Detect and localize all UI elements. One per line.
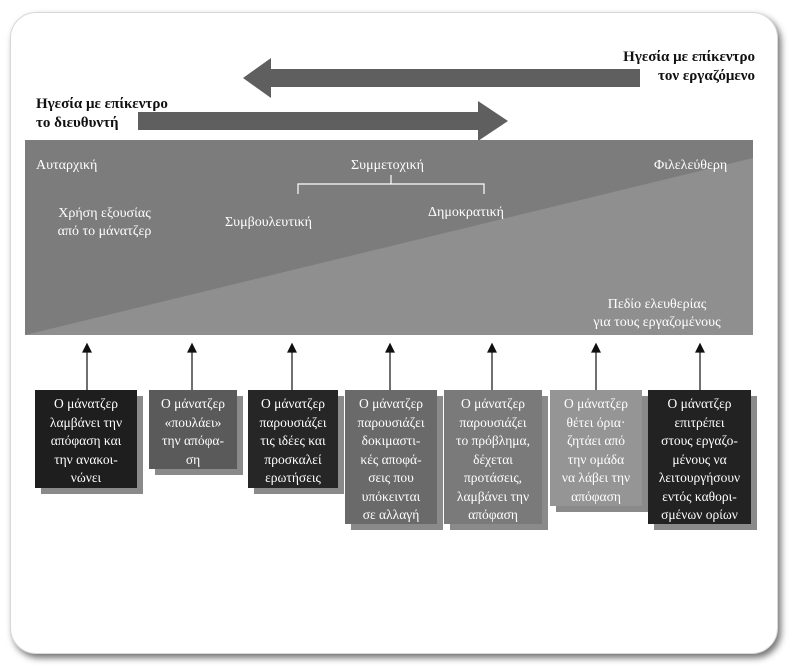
box-suggestions: Ο μάνατζερ παρουσιάζει το πρόβλημα, δέχε… (444, 390, 542, 524)
box-tentative: Ο μάνατζερ παρουσιάζει δοκιμαστι- κές απ… (345, 390, 437, 524)
manager-centered-label: Ηγεσία με επίκεντρο το διευθυντή (36, 96, 168, 131)
democratic-label: Δημοκρατική (428, 205, 504, 220)
box-limits: Ο μάνατζερ θέτει όρια· ζητάει από την ομ… (550, 390, 642, 506)
box-consults: Ο μάνατζερ παρουσιάζει τις ιδέες και προ… (248, 390, 338, 488)
participative-heading: Συμμετοχική (351, 158, 424, 173)
employee-centered-label: Ηγεσία με επίκεντρο τον εργαζόμενο (623, 49, 755, 84)
autocratic-heading: Αυταρχική (36, 158, 98, 173)
box-sells: Ο μάνατζερ «πουλάει» την απόφα- ση (149, 390, 237, 469)
box-tells: Ο μάνατζερ λαμβάνει την απόφαση και την … (35, 390, 137, 488)
employee-freedom-label: Πεδίο ελευθερίας για τους εργαζομένους (593, 297, 721, 330)
right-arrow-icon (138, 101, 508, 141)
leadership-continuum-band (25, 140, 753, 335)
consultative-label: Συμβουλευτική (225, 215, 313, 230)
left-arrow-icon (243, 58, 640, 98)
liberal-heading: Φιλελεύθερη (654, 158, 728, 173)
continuum-diagonal (25, 140, 753, 335)
box-permits: Ο μάνατζερ επιτρέπει στους εργαζο- μένου… (648, 390, 751, 524)
manager-authority-label: Χρήση εξουσίας από το μάνατζερ (57, 206, 152, 239)
connector-arrows (82, 342, 705, 392)
